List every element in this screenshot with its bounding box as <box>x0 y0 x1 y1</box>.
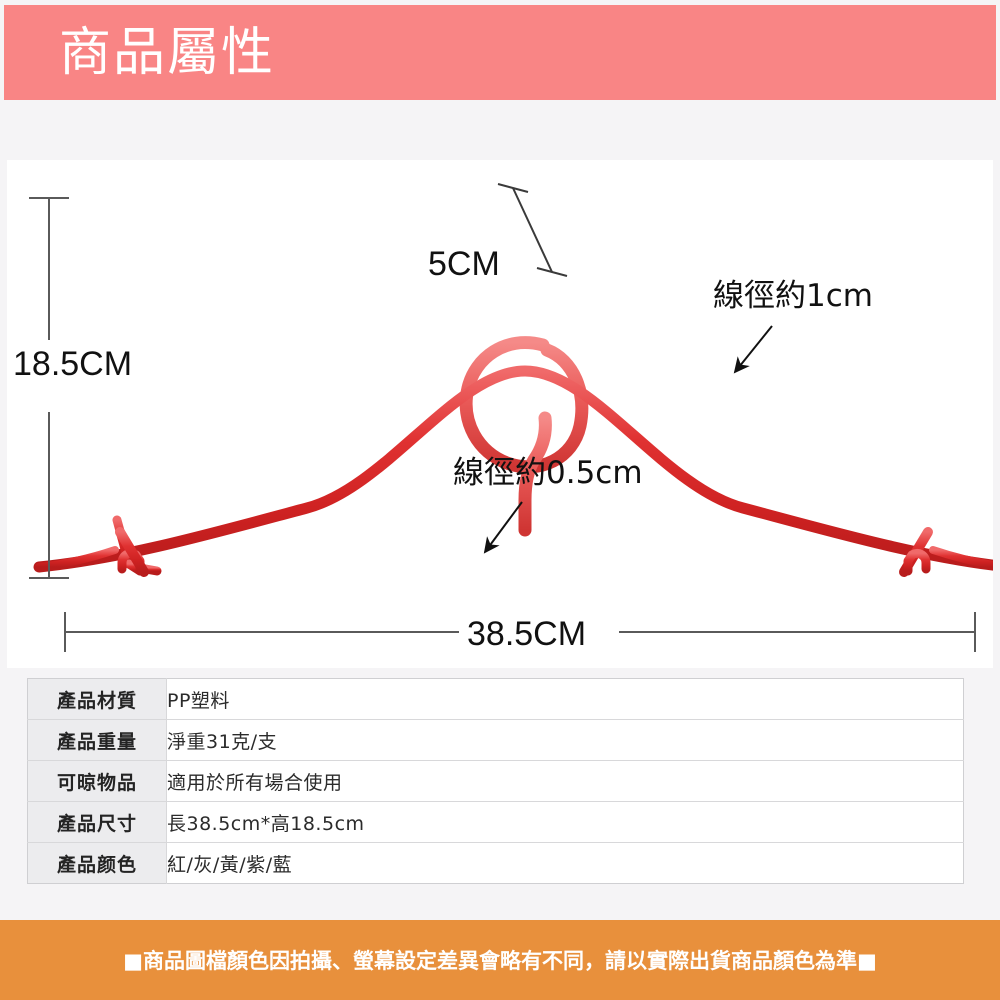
header-banner: 商品屬性 <box>4 5 996 100</box>
spec-value-color: 紅/灰/黃/紫/藍 <box>167 853 293 876</box>
hanger-left-vertical <box>115 527 149 577</box>
spec-label-material: 產品材質 <box>27 678 167 720</box>
wire-diameter-lower-arrow-icon <box>483 501 523 554</box>
table-row: 產品重量 淨重31克/支 <box>27 719 964 761</box>
hanger-right-notch <box>903 548 931 576</box>
hanger-left-tip <box>35 546 119 571</box>
table-row: 產品尺寸 長38.5cm*高18.5cm <box>27 801 964 843</box>
table-row: 產品材質 PP塑料 <box>27 678 964 720</box>
table-row: 產品颜色 紅/灰/黃/紫/藍 <box>27 842 964 884</box>
wire-diameter-upper-annotation: 線徑約1cm <box>713 278 873 374</box>
wire-diameter-lower-label: 線徑約0.5cm <box>453 455 643 491</box>
spec-label-color: 產品颜色 <box>27 842 167 884</box>
wire-diameter-lower-annotation: 線徑約0.5cm <box>453 455 643 554</box>
spec-value-usage: 適用於所有場合使用 <box>166 760 964 802</box>
spec-value-weight: 淨重31克/支 <box>166 719 964 761</box>
product-diagram-card: 18.5CM 38.5CM 5CM 線徑約1cm <box>7 160 993 668</box>
wire-diameter-upper-label: 線徑約1cm <box>713 278 873 314</box>
hanger-hook-curve <box>459 336 589 474</box>
spec-label-size: 產品尺寸 <box>27 801 167 843</box>
spec-label-weight: 產品重量 <box>27 719 167 761</box>
page-title: 商品屬性 <box>59 22 276 83</box>
hanger-hook-neck <box>518 411 552 537</box>
hanger-illustration <box>33 336 993 580</box>
spec-value-size: 長38.5cm*高18.5cm <box>166 801 964 843</box>
width-dimension-label: 38.5CM <box>467 615 586 653</box>
hook-dimension: 5CM <box>428 183 568 283</box>
height-dimension: 18.5CM <box>13 197 132 579</box>
spec-table-body: 產品材質 PP塑料 產品重量 淨重31克/支 可晾物品 適用於所有場合使用 產品… <box>27 678 964 884</box>
spec-table: 產品材質 PP塑料 產品重量 淨重31克/支 可晾物品 適用於所有場合使用 產品… <box>27 678 964 884</box>
color-disclaimer-note: ■商品圖檔顏色因拍攝、螢幕設定差異會略有不同，請以實際出貨商品顏色為準■ <box>123 949 877 973</box>
hanger-dimension-diagram: 18.5CM 38.5CM 5CM 線徑約1cm <box>13 183 993 653</box>
footer-banner: ■商品圖檔顏色因拍攝、螢幕設定差異會略有不同，請以實際出貨商品顏色為準■ <box>0 920 1000 1000</box>
width-dimension: 38.5CM <box>64 612 976 653</box>
hanger-right-tip <box>929 546 993 569</box>
hook-dimension-label: 5CM <box>428 245 500 283</box>
spec-value-material: PP塑料 <box>166 678 964 720</box>
height-dimension-label: 18.5CM <box>13 345 132 383</box>
wire-diameter-upper-arrow-icon <box>733 325 773 374</box>
hanger-shoulder-arc <box>33 365 993 573</box>
spec-label-usage: 可晾物品 <box>27 760 167 802</box>
table-row: 可晾物品 適用於所有場合使用 <box>27 760 964 802</box>
